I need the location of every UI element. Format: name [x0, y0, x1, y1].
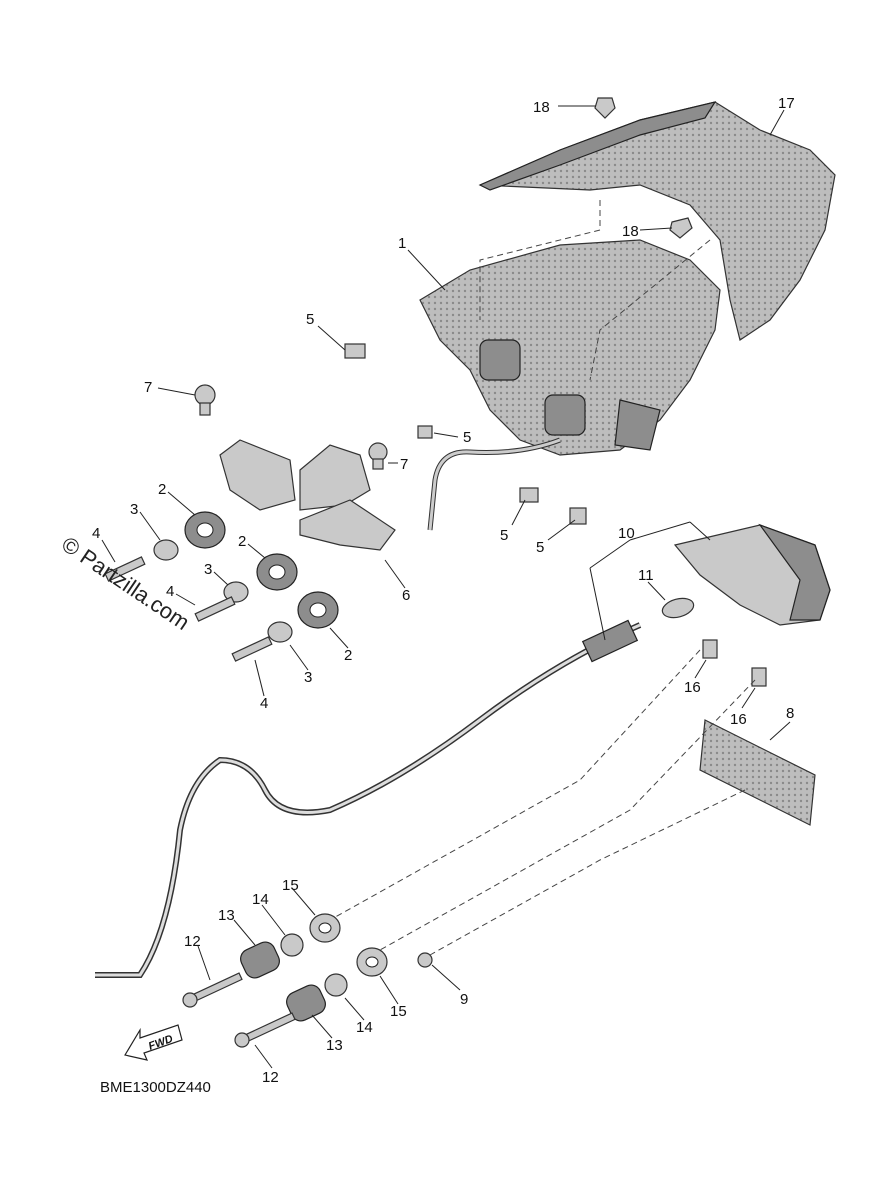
callout-12-bottom: 12	[262, 1069, 279, 1086]
callout-4-bottom: 4	[260, 695, 268, 712]
callout-2-top: 2	[158, 481, 166, 498]
callout-3-middle: 3	[204, 561, 212, 578]
rivet-18-b	[669, 217, 693, 239]
callout-7-left: 7	[144, 379, 152, 396]
washer-14-b	[324, 973, 348, 997]
nut-5-b	[417, 425, 433, 439]
bolt-12-b	[234, 1012, 296, 1048]
license-plate-light-8	[699, 719, 816, 826]
collar-3-c	[267, 621, 293, 643]
collar-15-a	[309, 913, 341, 943]
nut-5-a	[344, 343, 366, 359]
spacer-13-a	[240, 941, 280, 979]
drawing-code: BME1300DZ440	[100, 1079, 211, 1096]
callout-10: 10	[618, 525, 635, 542]
bolt-12-a	[182, 972, 243, 1008]
callout-8: 8	[786, 705, 794, 722]
callout-14-top: 14	[252, 891, 269, 908]
bolt-7-right	[368, 442, 388, 470]
callout-16-left: 16	[684, 679, 701, 696]
rivet-18-a	[594, 97, 616, 119]
callout-3-bottom: 3	[304, 669, 312, 686]
frame-bracket	[419, 239, 721, 456]
washer-14-a	[280, 933, 304, 957]
callout-3-top: 3	[130, 501, 138, 518]
callout-9: 9	[460, 991, 468, 1008]
left-bracket	[219, 439, 396, 551]
callout-18-middle: 18	[622, 223, 639, 240]
callout-13-top: 13	[218, 907, 235, 924]
nut-5-c	[519, 487, 539, 503]
leader-lines	[101, 105, 791, 1069]
callout-13-bottom: 13	[326, 1037, 343, 1054]
callout-16-right: 16	[730, 711, 747, 728]
tail-light	[673, 523, 831, 626]
bulb-11	[661, 597, 695, 619]
callout-1: 1	[398, 235, 406, 252]
callout-17: 17	[778, 95, 795, 112]
callout-12-top: 12	[184, 933, 201, 950]
nut-9	[417, 952, 433, 968]
collar-3-a	[153, 539, 179, 561]
damper-2-a	[184, 511, 226, 549]
bolt-7-upper	[194, 384, 216, 416]
callout-4-top: 4	[92, 525, 100, 542]
clip-16-b	[751, 667, 767, 687]
bolt-4-b	[194, 596, 236, 622]
damper-2-c	[297, 591, 339, 629]
callout-18-top: 18	[533, 99, 550, 116]
callout-5-upper: 5	[306, 311, 314, 328]
rear-fender-cover	[478, 101, 836, 341]
callout-5-lower-left: 5	[500, 527, 508, 544]
spacer-13-b	[286, 984, 326, 1022]
callout-15-top: 15	[282, 877, 299, 894]
callout-2-bottom: 2	[344, 647, 352, 664]
callout-7-right: 7	[400, 456, 408, 473]
callout-4-middle: 4	[166, 583, 174, 600]
bolt-4-c	[231, 636, 273, 662]
callout-15-bottom: 15	[390, 1003, 407, 1020]
nut-5-d	[569, 507, 587, 525]
damper-2-b	[256, 553, 298, 591]
clip-16-a	[702, 639, 718, 659]
callout-6: 6	[402, 587, 410, 604]
callout-14-bottom: 14	[356, 1019, 373, 1036]
callout-11: 11	[638, 567, 654, 584]
callout-2-middle: 2	[238, 533, 246, 550]
bolt-4-a	[104, 556, 146, 582]
forward-arrow-icon: FWD	[124, 1024, 183, 1061]
collar-15-b	[356, 947, 388, 977]
callout-5-middle: 5	[463, 429, 471, 446]
callout-5-lower-right: 5	[536, 539, 544, 556]
